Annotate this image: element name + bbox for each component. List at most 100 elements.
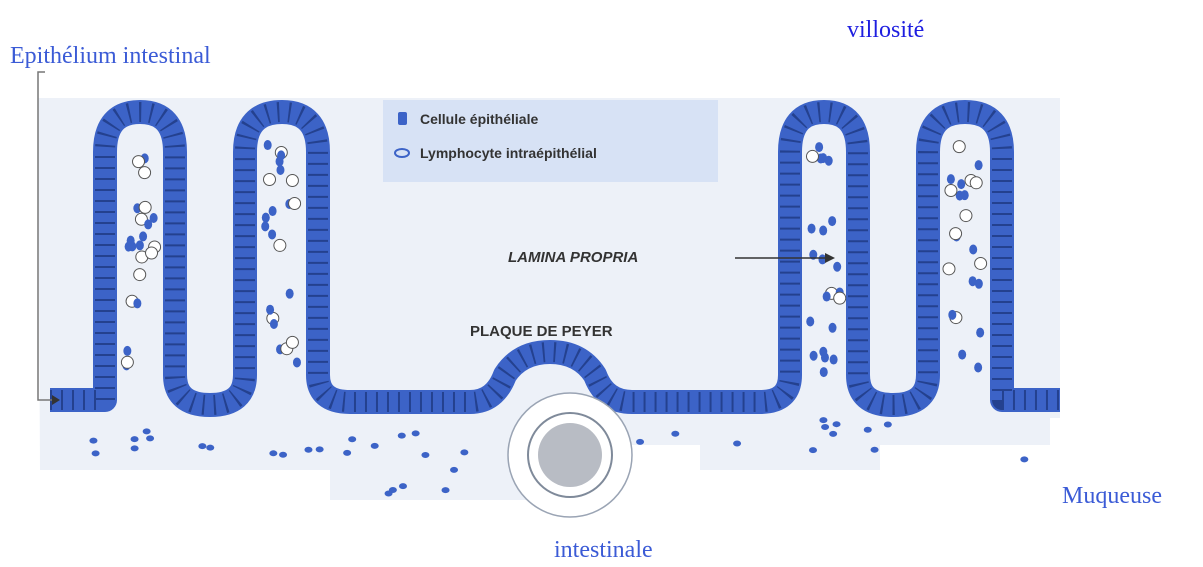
lamina-propria-cell (262, 213, 270, 223)
lamina-propria-cell (286, 174, 298, 186)
lamina-propria-cell (270, 319, 278, 329)
submucosa-cell (206, 445, 214, 451)
lamina-propria-cell (139, 201, 151, 213)
intestinal-label: intestinale (554, 538, 653, 562)
lamina-propria-cell (133, 298, 141, 308)
submucosa-cell (671, 431, 679, 437)
lamina-propria-cell (146, 247, 158, 259)
lamina-propria-cell (943, 263, 955, 275)
lamina-propria-cell (970, 177, 982, 189)
lamina-propria-cell (121, 356, 133, 368)
lamina-propria-cell (830, 355, 838, 365)
lamina-propria-cell (134, 269, 146, 281)
submucosa-cell (385, 491, 393, 497)
lamina-propria-cell (139, 167, 151, 179)
lamina-propria-cell (961, 190, 969, 200)
submucosa-cell (460, 449, 468, 455)
lamina-propria-cell (268, 229, 276, 239)
submucosa-cell (279, 452, 287, 458)
lamina-propria-cell (819, 153, 827, 163)
lamina-propria-cell (264, 140, 272, 150)
legend-lymphocyte: Lymphocyte intraépithélial (420, 145, 597, 161)
lamina-propria-cell (810, 351, 818, 361)
lamina-propria-cell (815, 142, 823, 152)
submucosa-cell (131, 445, 139, 451)
lamina-propria-cell (829, 323, 837, 333)
lamina-propria-cell (123, 346, 131, 356)
lamina-propria-cell (828, 216, 836, 226)
submucosa-cell (143, 428, 151, 434)
submucosa-cell (343, 450, 351, 456)
lamina-propria-cell (976, 328, 984, 338)
submucosa-cell (131, 436, 139, 442)
lamina-propria-cell (969, 276, 977, 286)
submucosa-cell (146, 435, 154, 441)
lamina-propria-cell (266, 305, 274, 315)
lamina-propria-cell (286, 289, 294, 299)
submucosa-cell (450, 467, 458, 473)
lamina-propria-cell (945, 185, 957, 197)
submucosa-cell (348, 436, 356, 442)
submucosa-cell (371, 443, 379, 449)
lamina-propria-cell (957, 179, 965, 189)
submucosa-cell (398, 433, 406, 439)
lamina-propria-cell (833, 262, 841, 272)
legend: Cellule épithéliale Lymphocyte intraépit… (383, 100, 718, 182)
submucosa-cell (89, 438, 97, 444)
submucosa-cell (819, 417, 827, 423)
peyer-patch (508, 393, 632, 517)
peyer-patch-label: PLAQUE DE PEYER (470, 323, 613, 340)
lamina-propria-cell (947, 174, 955, 184)
submucosa-cell (412, 430, 420, 436)
submucosa-cell (864, 427, 872, 433)
submucosa-cell (421, 452, 429, 458)
lamina-propria-cell (808, 224, 816, 234)
lamina-propria-cell (960, 210, 972, 222)
submucosa-cell (316, 446, 324, 452)
submucosa-cell (269, 450, 277, 456)
lamina-propria-cell (269, 206, 277, 216)
lamina-propria-cell (820, 367, 828, 377)
submucosa-cell (304, 447, 312, 453)
lamina-propria-cell (834, 292, 846, 304)
lamina-propria-cell (274, 239, 286, 251)
lamina-propria-cell (136, 240, 144, 250)
lamina-propria-cell (133, 156, 145, 168)
submucosa-cell (871, 447, 879, 453)
lamina-propria-cell (277, 150, 285, 160)
lamina-propria-cell (806, 150, 818, 162)
lamina-propria-cell (806, 317, 814, 327)
mucosa-label: Muqueuse (1062, 484, 1162, 508)
lamina-propria-cell (264, 174, 276, 186)
villus-label: villosité (847, 18, 924, 42)
submucosa-cell (833, 421, 841, 427)
submucosa-cell (399, 483, 407, 489)
intestinal-epithelium-label: Epithélium intestinal (10, 44, 211, 68)
lamina-propria-cell (289, 197, 301, 209)
lamina-propria-cell (261, 221, 269, 231)
submucosa-cell (829, 431, 837, 437)
lamina-propria-cell (286, 336, 298, 348)
submucosa-cell (809, 447, 817, 453)
lamina-propria-cell (823, 292, 831, 302)
lamina-propria-cell (139, 231, 147, 241)
submucosa-cell (636, 439, 644, 445)
submucosa-cell (821, 424, 829, 430)
lamina-propria-cell (953, 141, 965, 153)
submucosa-cell (733, 440, 741, 446)
lamina-propria-cell (127, 236, 135, 246)
lamina-propria-cell (969, 244, 977, 254)
lamina-propria-cell (948, 310, 956, 320)
submucosa-cell (92, 450, 100, 456)
submucosa-cell (1020, 456, 1028, 462)
lamina-propria-cell (293, 357, 301, 367)
lamina-propria-cell (819, 226, 827, 236)
submucosa-cell (198, 443, 206, 449)
lamina-propria-cell (276, 165, 284, 175)
submucosa-cell (884, 421, 892, 427)
lamina-propria-cell (150, 213, 158, 223)
lamina-propria-cell (975, 160, 983, 170)
lamina-propria-cell (975, 257, 987, 269)
lamina-propria-cell (958, 350, 966, 360)
